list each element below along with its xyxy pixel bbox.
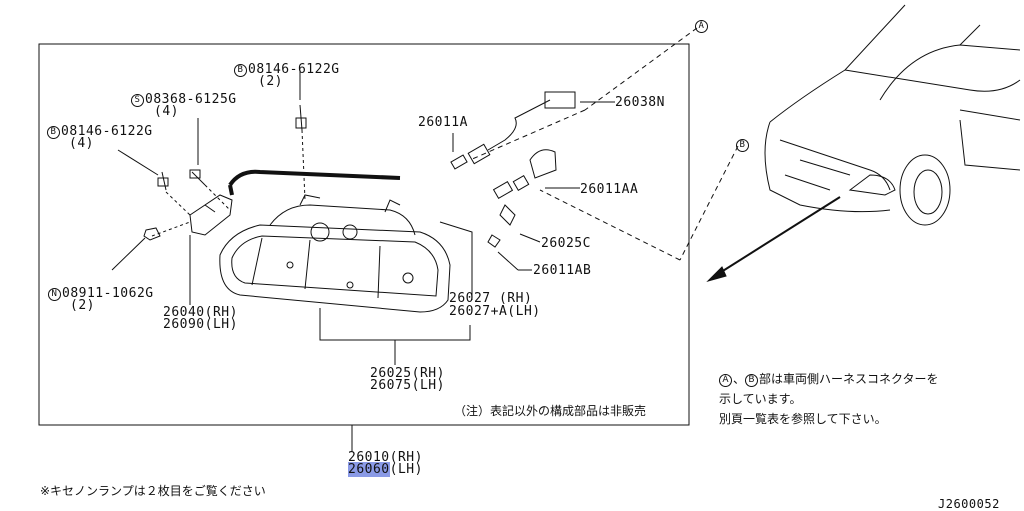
part-26025c: 26025C [541,236,591,251]
callout-screw-qty: (4) [154,104,179,119]
part-26027a-lh: 26027+A(LH) [449,304,541,319]
callout-bolt-left-qty: (4) [69,136,94,151]
nut-symbol: N [48,288,61,301]
part-26027-rh: 26027 (RH) [449,291,533,306]
connector-b-marker: B [736,138,750,152]
part-26011ab: 26011AB [533,263,592,278]
part-26011a: 26011A [418,115,468,130]
part-26025-rh: 26025(RH) [370,366,445,381]
bolt-top-part: 08146-6122G [248,62,340,77]
harness-b-symbol: B [745,374,759,387]
part-26010-rh: 26010(RH) [348,450,423,465]
part-26060-highlight[interactable]: 26060 [348,462,390,477]
xenon-note: ※キセノンランプは２枚目をご覧ください [40,484,266,498]
part-26011aa: 26011AA [580,182,639,197]
screw-part: 08368-6125G [145,92,237,107]
callout-nut-qty: (2) [70,298,95,313]
not-sold-note: （注）表記以外の構成部品は非販売 [454,404,647,418]
connector-b-symbol: B [736,139,749,152]
bolt-symbol: B [234,64,247,77]
callout-bolt-top-qty: (2) [258,74,283,89]
harness-note-line3: 別頁一覧表を参照して下さい。 [719,412,887,426]
part-26040-rh: 26040(RH) [163,305,238,320]
diagram-id: J2600052 [938,497,1000,511]
harness-note-line2: 示しています。 [719,392,802,406]
part-26090-lh: 26090(LH) [163,317,238,332]
connector-a-symbol: A [695,20,708,33]
diagram-frame [38,43,690,426]
part-26060-side: (LH) [389,462,423,477]
part-26038n: 26038N [615,95,665,110]
bolt-left-part: 08146-6122G [61,124,153,139]
screw-symbol: S [131,94,144,107]
part-26075-lh: 26075(LH) [370,378,445,393]
harness-note-sep: 、 [733,372,746,386]
nut-part: 08911-1062G [62,286,154,301]
harness-note-text: 部は車両側ハーネスコネクターを [759,372,939,386]
harness-a-symbol: A [719,374,732,387]
bolt-left-symbol: B [47,126,60,139]
connector-a-marker: A [695,19,709,33]
part-26060-lh: 26060(LH) [348,462,423,477]
